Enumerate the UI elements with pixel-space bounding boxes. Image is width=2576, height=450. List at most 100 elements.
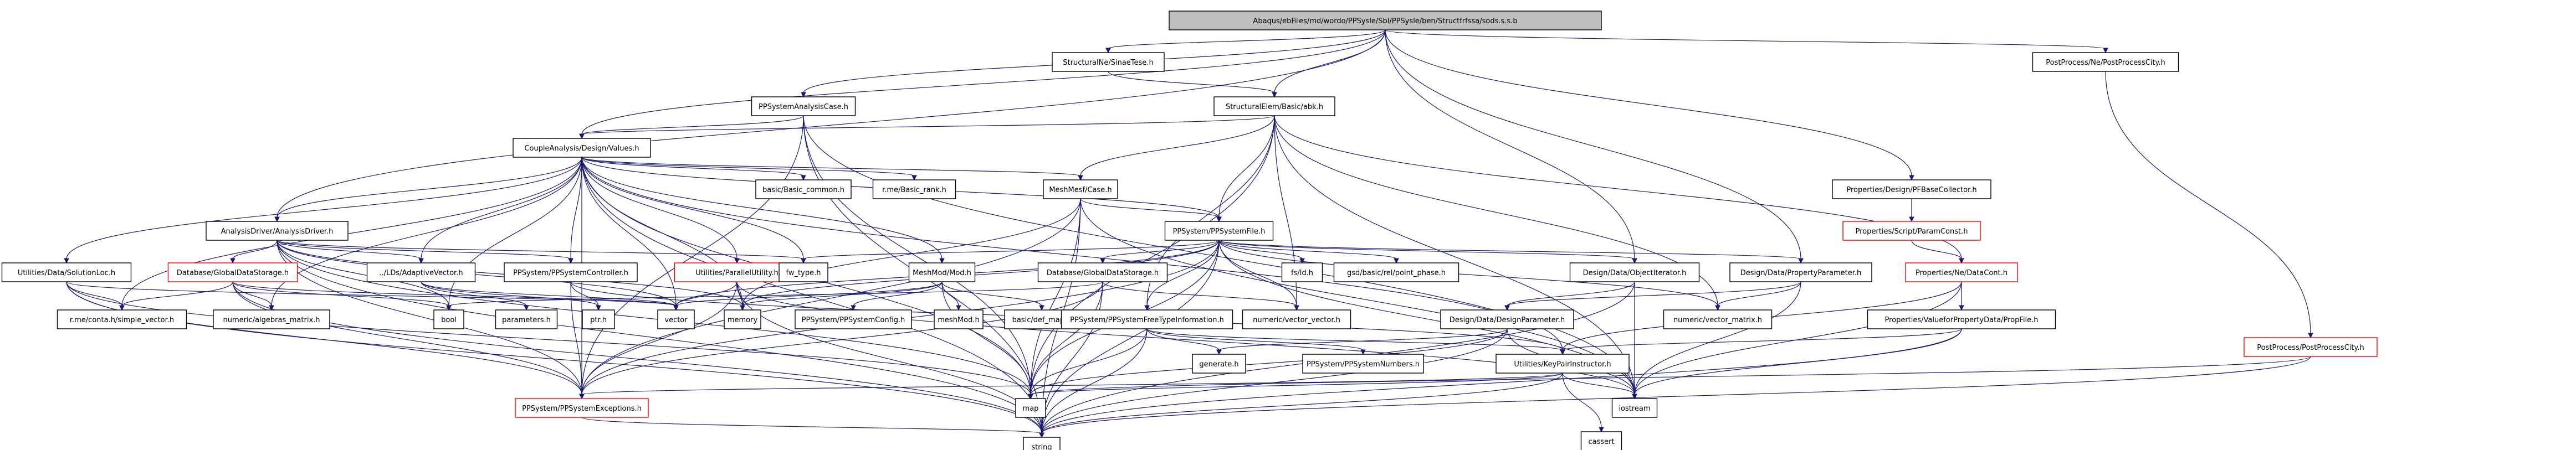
file-node-memory[interactable]: memory — [724, 309, 761, 329]
file-node-params[interactable]: parameters.h — [495, 309, 558, 329]
file-node-vector[interactable]: vector — [657, 309, 695, 329]
edge-arrowhead — [230, 258, 235, 264]
file-node-numvec[interactable]: numeric/vector_vector.h — [1242, 309, 1351, 329]
file-node-box — [1281, 262, 1323, 282]
file-node-box — [1867, 309, 2056, 329]
file-node-dbsgl[interactable]: Database/GlobalDataStorage.h — [1037, 262, 1168, 282]
file-node-label: AnalysisDriver/AnalysisDriver.h — [221, 227, 334, 236]
file-node-string[interactable]: string — [1023, 437, 1061, 450]
edge-arrowhead — [740, 305, 745, 311]
edge-arrowhead — [801, 92, 806, 98]
file-node-ptr[interactable]: ptr.h — [582, 309, 615, 329]
edge-arrowhead — [851, 305, 856, 311]
file-node-ppfree[interactable]: PPSystem/PPSystemFreeTypeInformation.h — [1061, 309, 1233, 329]
file-node-ppprop[interactable]: Properties/ValueforPropertyData/PropFile… — [1867, 309, 2056, 329]
edge-arrowhead — [1078, 175, 1083, 181]
include-edge-lds-to-vector — [421, 281, 677, 307]
file-node-label: basic/def_map.h — [1012, 316, 1072, 324]
include-edge-ppsysfile-to-fstd — [1218, 240, 1303, 260]
include-edge-ppexc-to-string — [581, 417, 1042, 434]
file-node-stdbool[interactable]: bool — [433, 309, 464, 329]
file-node-label: ../LDs/AdaptiveVector.h — [379, 269, 463, 277]
file-node-label: numeric/vector_vector.h — [1253, 316, 1340, 324]
file-node-ppcity[interactable]: PostProcess/Ne/PostProcessCity.h — [2032, 52, 2179, 72]
file-node-rm_simple[interactable]: r.me/conta.h/simple_vector.h — [57, 309, 187, 329]
file-node-utkey[interactable]: Utilities/KeyPairInstructor.h — [1496, 354, 1630, 374]
file-node-label: fw_type.h — [786, 269, 821, 277]
file-node-map[interactable]: map — [1015, 398, 1046, 418]
include-edge-dbstor-to-ppexc — [232, 281, 582, 395]
edge-arrowhead — [1909, 216, 1914, 223]
file-node-ppiter[interactable]: PostProcess/PostProcessCity.h — [2244, 337, 2378, 357]
file-node-sttree[interactable]: StructuralNe/SinaeTese.h — [1052, 52, 1165, 72]
file-node-generate[interactable]: generate.h — [1192, 354, 1246, 374]
file-node-label: PPSystemAnalysisCase.h — [759, 103, 848, 111]
file-node-label: iostream — [1619, 405, 1650, 413]
file-node-stelem[interactable]: StructuralElem/Basic/abk.h — [1213, 96, 1335, 116]
include-edge-root-to-ppcity — [1385, 29, 2106, 49]
include-edge-parallel-to-ppexc — [581, 281, 738, 395]
file-node-adriver[interactable]: AnalysisDriver/AnalysisDriver.h — [206, 221, 349, 241]
file-node-rm_rank[interactable]: r.me/Basic_rank.h — [872, 179, 956, 199]
file-node-ppexc[interactable]: PPSystem/PPSystemExceptions.h — [515, 398, 649, 418]
file-node-basic[interactable]: basic/Basic_common.h — [755, 179, 852, 199]
include-edge-adriver-to-dbstor — [232, 240, 278, 260]
file-node-meshf[interactable]: MeshMesf/Case.h — [1043, 179, 1118, 199]
file-node-cassert[interactable]: cassert — [1580, 431, 1622, 450]
file-node-label: ptr.h — [590, 316, 607, 324]
file-node-numeric[interactable]: numeric/algebras_matrix.h — [213, 309, 330, 329]
file-node-box — [1663, 309, 1773, 329]
file-node-box — [657, 309, 695, 329]
include-edge-meshmod-to-memory — [742, 281, 943, 307]
file-node-iostream[interactable]: iostream — [1611, 398, 1658, 418]
file-node-box — [1023, 437, 1061, 450]
file-node-dbstor[interactable]: Database/GlobalDataStorage.h — [167, 262, 298, 282]
file-node-box — [1242, 309, 1351, 329]
file-node-fwtype[interactable]: fw_type.h — [779, 262, 828, 282]
file-node-ppas[interactable]: PPSystemAnalysisCase.h — [751, 96, 856, 116]
include-edge-ppsysfile-to-memory — [742, 240, 1220, 307]
file-node-acoup[interactable]: CoupleAnalysis/Design/Values.h — [513, 138, 651, 158]
file-node-fstd[interactable]: fs/ld.h — [1281, 262, 1323, 282]
file-node-box — [495, 309, 558, 329]
include-edge-ppprop-to-utkey — [1562, 328, 1962, 351]
include-edge-acoup-to-uts — [66, 157, 582, 260]
include-edge-sttree-to-stelem — [1108, 71, 1275, 94]
include-edge-root-to-dsgobj — [1385, 29, 1635, 260]
file-node-ppsysfile[interactable]: PPSystem/PPSystemFile.h — [1164, 221, 1274, 241]
file-node-ppsyskp[interactable]: Properties/Design/PFBaseCollector.h — [1832, 179, 1991, 199]
file-node-ppconst[interactable]: Properties/Script/ParamConst.h — [1842, 221, 1981, 241]
file-node-ppnum[interactable]: PPSystem/PPSystemNumbers.h — [1302, 354, 1424, 374]
file-node-gsd[interactable]: gsd/basic/rel/point_phase.h — [1333, 262, 1459, 282]
include-edge-acoup-to-basic — [581, 157, 804, 177]
file-node-box — [872, 179, 956, 199]
file-node-dsgprop[interactable]: Design/Data/PropertyParameter.h — [1729, 262, 1872, 282]
file-node-root[interactable]: Abaqus/ebFiles/md/wordo/PPSysle/Sbl/PPSy… — [1169, 11, 1602, 30]
edge-arrowhead — [1560, 349, 1565, 355]
file-node-box — [1569, 262, 1700, 282]
file-node-label: Properties/ValueforPropertyData/PropFile… — [1884, 316, 2038, 324]
file-node-dsgobj[interactable]: Design/Data/ObjectIterator.h — [1569, 262, 1700, 282]
include-edge-root-to-sttree — [1108, 29, 1386, 49]
edge-arrowhead — [1959, 258, 1964, 264]
file-node-label: map — [1023, 405, 1039, 413]
file-node-box — [1213, 96, 1335, 116]
include-edge-ppsysfile-to-dsgobj — [1218, 240, 1635, 260]
file-node-uts[interactable]: Utilities/Data/SolutionLoc.h — [1, 262, 132, 282]
include-edge-stelem-to-meshf — [1080, 115, 1275, 177]
file-node-dsgdsg[interactable]: Design/Data/DesignParameter.h — [1440, 309, 1574, 329]
edge-arrowhead — [579, 394, 585, 400]
file-node-meshmod[interactable]: MeshMod/Mod.h — [908, 262, 976, 282]
file-node-meshmod2[interactable]: meshMod.h — [934, 309, 984, 329]
file-node-pvfile[interactable]: Properties/Ne/DataCont.h — [1905, 262, 2018, 282]
file-node-nummat[interactable]: numeric/vector_matrix.h — [1663, 309, 1773, 329]
file-node-label: vector — [664, 316, 688, 324]
edge-arrowhead — [64, 258, 69, 264]
include-edge-uts-to-vector — [66, 281, 677, 307]
file-node-lds[interactable]: ../LDs/AdaptiveVector.h — [366, 262, 476, 282]
include-edge-adriver-to-lds — [276, 240, 422, 260]
file-node-box — [1611, 398, 1658, 418]
file-node-ppctl[interactable]: PPSystem/PPSystemController.h — [504, 262, 638, 282]
edge-arrowhead — [1144, 305, 1150, 311]
file-node-ppconfig[interactable]: PPSystem/PPSystemConfig.h — [795, 309, 912, 329]
